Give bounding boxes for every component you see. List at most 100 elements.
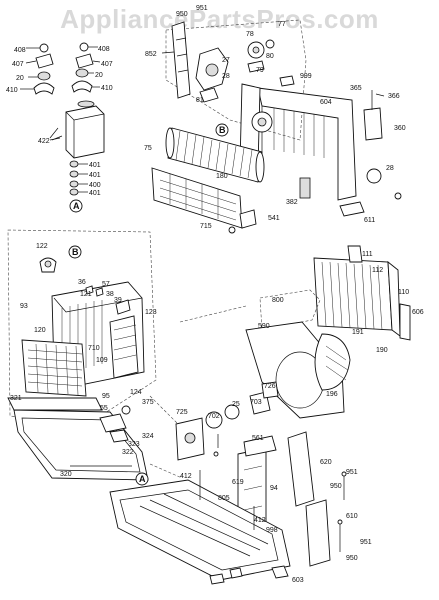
- label-951: 951: [346, 469, 358, 476]
- label-180: 180: [216, 173, 228, 180]
- label-95: 95: [102, 393, 110, 400]
- blower-bracket-852: [161, 21, 191, 99]
- label-79: 79: [256, 67, 264, 74]
- label-121: 121: [80, 291, 92, 298]
- label-407: 407: [101, 61, 113, 68]
- label-726: 726: [264, 383, 276, 390]
- label-800: 800: [272, 297, 284, 304]
- label-412: 412: [254, 517, 266, 524]
- label-401: 401: [89, 190, 101, 197]
- label-408: 408: [14, 47, 26, 54]
- screws-stack: [69, 160, 88, 196]
- base-pan: [109, 470, 291, 585]
- ref-circle-a-top: [69, 199, 83, 213]
- label-401: 401: [89, 172, 101, 179]
- label-606: 606: [412, 309, 424, 316]
- label-365: 365: [350, 85, 362, 92]
- dashed-box-800: [259, 289, 321, 331]
- label-702: 702: [208, 413, 220, 420]
- label-78: 78: [246, 31, 254, 38]
- fan-motor-78: [247, 39, 275, 73]
- label-25: 25: [232, 401, 240, 408]
- label-401: 401: [89, 162, 101, 169]
- label-366: 366: [388, 93, 400, 100]
- label-412: 412: [180, 473, 192, 480]
- label-28: 28: [222, 73, 230, 80]
- label-611: 611: [364, 217, 375, 224]
- ref-circle-b-top: [215, 123, 229, 137]
- label-408: 408: [98, 46, 110, 53]
- label-422: 422: [38, 138, 50, 145]
- label-38: 38: [106, 291, 114, 298]
- label-196: 196: [326, 391, 338, 398]
- label-ref-b: B: [72, 247, 79, 257]
- drain-pan-320: [7, 397, 149, 481]
- control-box-360: [339, 90, 402, 217]
- label-55: 55: [100, 405, 108, 412]
- label-561: 561: [252, 435, 264, 442]
- label-191: 191: [352, 329, 364, 336]
- label-93: 93: [20, 303, 28, 310]
- label-407: 407: [12, 61, 24, 68]
- label-710: 710: [88, 345, 100, 352]
- label-603: 603: [292, 577, 304, 584]
- label-400: 400: [89, 182, 101, 189]
- motor-capacitor: [49, 100, 105, 159]
- label-998: 998: [266, 527, 278, 534]
- label-360: 360: [394, 125, 406, 132]
- label-120: 120: [34, 327, 46, 334]
- label-410: 410: [101, 85, 113, 92]
- label-805: 805: [218, 495, 230, 502]
- label-950: 950: [346, 555, 358, 562]
- label-610: 610: [346, 513, 358, 520]
- label-999: 999: [300, 73, 312, 80]
- dashed-boundary-top: [165, 19, 307, 141]
- label-57: 57: [102, 281, 110, 288]
- label-375: 375: [142, 399, 154, 406]
- label-950: 950: [330, 483, 342, 490]
- label-541: 541: [268, 215, 280, 222]
- label-951: 951: [360, 539, 372, 546]
- label-382: 382: [286, 199, 298, 206]
- fan-shroud-196: [245, 321, 351, 419]
- label-80: 80: [266, 53, 274, 60]
- label-81: 81: [196, 97, 204, 104]
- label-77: 77: [278, 21, 286, 28]
- label-320: 320: [60, 471, 72, 478]
- label-112: 112: [372, 267, 383, 274]
- fan-motor-assembly-703: [175, 381, 279, 461]
- label-321: 321: [10, 395, 22, 402]
- label-322: 322: [122, 449, 134, 456]
- label-190: 190: [376, 347, 388, 354]
- motor-mount-28: [195, 47, 229, 103]
- filter-grille-120: [21, 339, 87, 397]
- label-36: 36: [78, 279, 86, 286]
- label-ref-b: B: [219, 125, 226, 135]
- label-ref-a: A: [139, 474, 146, 484]
- label-950: 950: [176, 11, 188, 18]
- label-111: 111: [362, 251, 373, 258]
- label-715: 715: [200, 223, 212, 230]
- part-labels: 408 407 20 410 408 407 20 410 422 401 40…: [6, 5, 424, 584]
- rear-bracket-610: [305, 471, 347, 567]
- label-951: 951: [196, 5, 208, 12]
- label-620: 620: [320, 459, 332, 466]
- scroll-housing-75: [151, 167, 257, 234]
- label-109: 109: [96, 357, 108, 364]
- label-410: 410: [6, 87, 18, 94]
- blower-wheel-180: [165, 127, 265, 183]
- ref-circle-a-bottom: [135, 472, 149, 486]
- label-75: 75: [144, 145, 152, 152]
- label-124: 124: [130, 389, 142, 396]
- label-122: 122: [36, 243, 48, 250]
- leader-dashes: [149, 305, 247, 479]
- label-590: 590: [258, 323, 270, 330]
- label-324: 324: [142, 433, 154, 440]
- evaporator-coil-110: [313, 245, 411, 341]
- label-20: 20: [95, 72, 103, 79]
- ref-circle-b-mid: [68, 245, 82, 259]
- label-323: 323: [128, 441, 140, 448]
- watermark: AppliancePartsPros.com: [60, 4, 379, 34]
